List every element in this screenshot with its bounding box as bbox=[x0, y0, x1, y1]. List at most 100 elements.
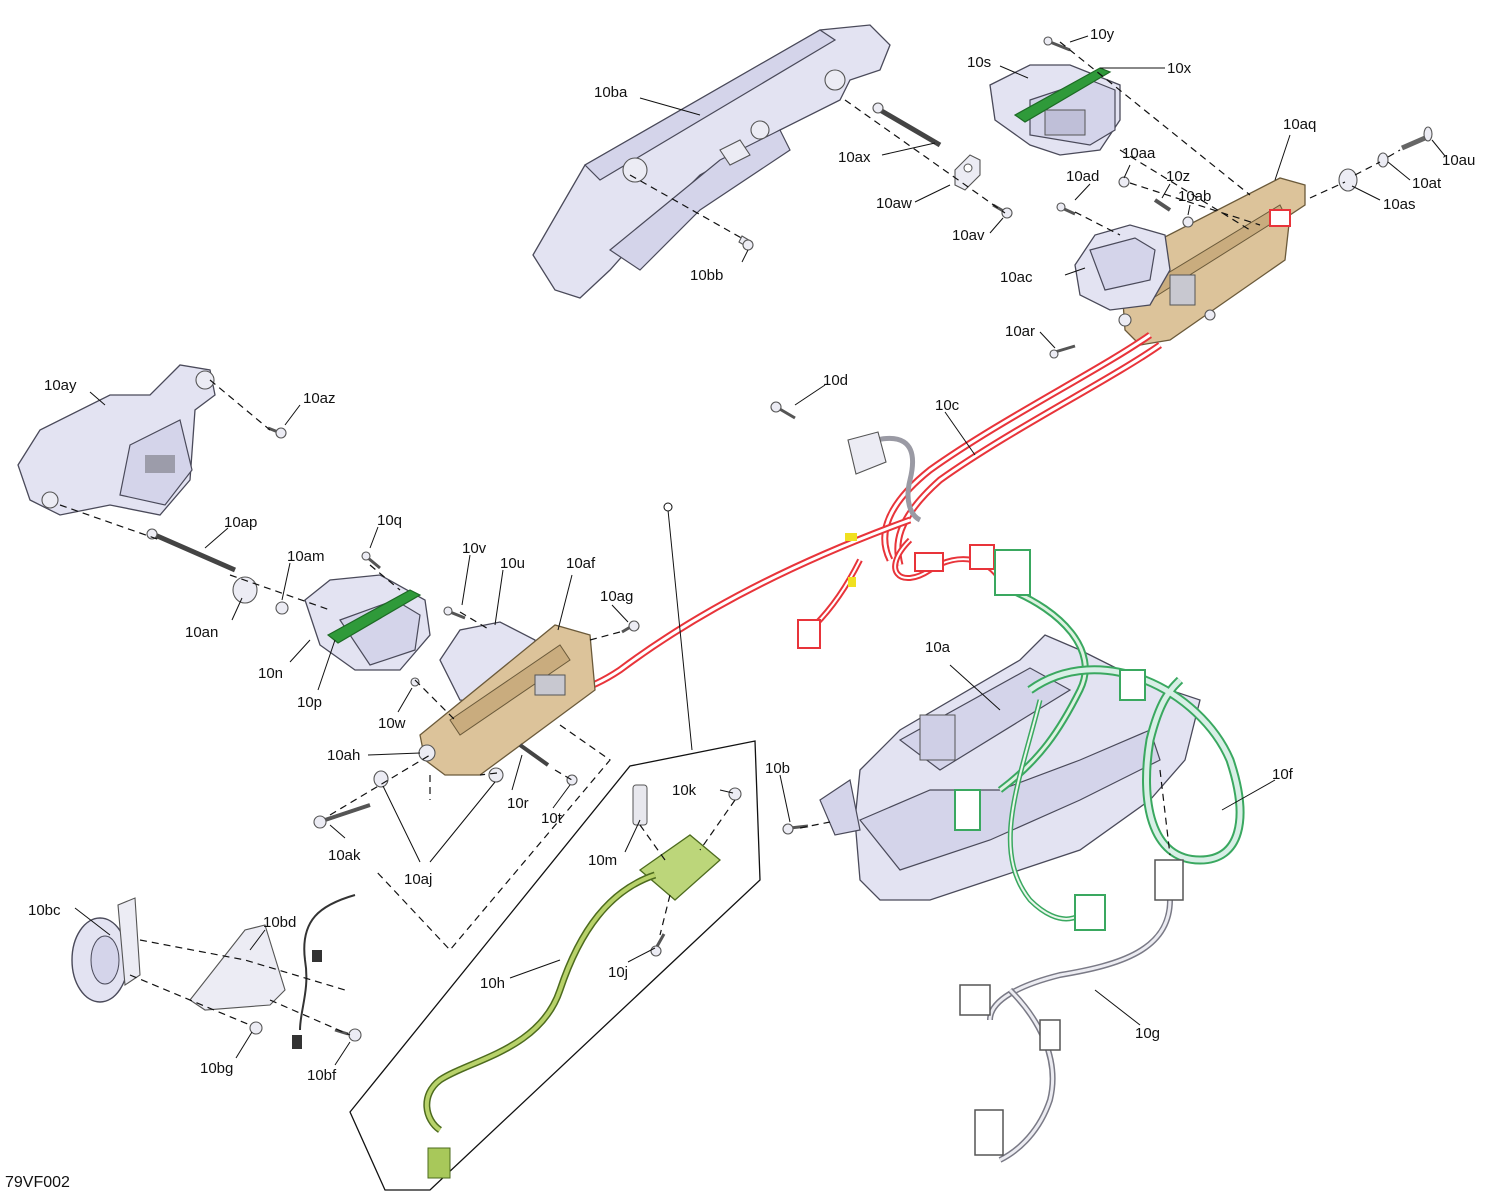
part-10g-harness-gray bbox=[959, 859, 1184, 1163]
part-10h-cable bbox=[423, 871, 657, 1179]
part-10j-screw bbox=[650, 933, 666, 957]
part-10ba-cluster bbox=[532, 24, 891, 299]
diagram-code: 79VF002 bbox=[5, 1174, 70, 1191]
label-10aw: 10aw bbox=[876, 195, 912, 212]
label-10c: 10c bbox=[935, 397, 960, 414]
label-10af: 10af bbox=[566, 555, 596, 572]
part-10w-nut bbox=[410, 677, 420, 687]
part-10aw-bracket bbox=[954, 154, 981, 191]
label-10b: 10b bbox=[765, 760, 790, 777]
part-10m-sleeve bbox=[632, 784, 648, 826]
part-10z-screw bbox=[1153, 198, 1172, 212]
label-10ar: 10ar bbox=[1005, 323, 1035, 340]
part-10bd-wire bbox=[292, 894, 356, 1049]
part-10am-washer bbox=[275, 601, 289, 615]
label-10f: 10f bbox=[1272, 766, 1294, 783]
part-10y-screw bbox=[1043, 36, 1071, 52]
label-10r: 10r bbox=[507, 795, 529, 812]
label-10az: 10az bbox=[303, 390, 336, 407]
label-10ba: 10ba bbox=[594, 84, 628, 101]
part-10bd-bracket bbox=[189, 924, 286, 1011]
label-10a: 10a bbox=[925, 639, 951, 656]
part-10r-screw bbox=[518, 743, 550, 767]
part-10az-screw bbox=[267, 426, 287, 439]
label-10as: 10as bbox=[1383, 196, 1416, 213]
label-10ac: 10ac bbox=[1000, 269, 1033, 286]
callout-labels: 10ba 10bb 10ax 10aw 10av 10y 10s 10x 10a… bbox=[28, 26, 1475, 1084]
part-10aj-washers bbox=[373, 767, 504, 788]
label-10bf: 10bf bbox=[307, 1067, 337, 1084]
part-10b-screw bbox=[782, 823, 809, 835]
part-10as-bushing bbox=[1338, 168, 1358, 192]
part-10d-connector bbox=[770, 401, 922, 523]
part-10q-screw bbox=[361, 551, 381, 570]
part-10ax-bolt bbox=[872, 102, 942, 148]
label-10aq: 10aq bbox=[1283, 116, 1316, 133]
part-10h-sensor-bracket bbox=[638, 834, 721, 901]
part-10au-bolt bbox=[1401, 126, 1433, 151]
label-10aj: 10aj bbox=[404, 871, 432, 888]
inset-frame bbox=[349, 502, 761, 1191]
label-10bc: 10bc bbox=[28, 902, 61, 919]
part-10at-washer bbox=[1377, 152, 1389, 168]
label-10g: 10g bbox=[1135, 1025, 1160, 1042]
label-10am: 10am bbox=[287, 548, 325, 565]
label-10ax: 10ax bbox=[838, 149, 871, 166]
label-10bd: 10bd bbox=[263, 914, 296, 931]
label-10m: 10m bbox=[588, 852, 617, 869]
part-10k-nut bbox=[728, 787, 742, 801]
label-10av: 10av bbox=[952, 227, 985, 244]
label-10p: 10p bbox=[297, 694, 322, 711]
label-10bg: 10bg bbox=[200, 1060, 233, 1077]
label-10d: 10d bbox=[823, 372, 848, 389]
part-10ay-cluster bbox=[17, 364, 216, 516]
part-10t-nut bbox=[566, 774, 578, 786]
label-10at: 10at bbox=[1412, 175, 1442, 192]
part-10x-clip bbox=[1013, 67, 1112, 123]
label-10an: 10an bbox=[185, 624, 218, 641]
part-10an-bushing bbox=[232, 576, 258, 604]
part-10af-module bbox=[419, 624, 596, 776]
part-10ac-module bbox=[1074, 224, 1171, 311]
label-10h: 10h bbox=[480, 975, 505, 992]
label-10q: 10q bbox=[377, 512, 402, 529]
part-10ah-bushing bbox=[418, 744, 436, 762]
part-10v-screw bbox=[443, 606, 466, 620]
label-10j: 10j bbox=[608, 964, 628, 981]
leader-lines bbox=[74, 35, 1446, 1066]
part-10ar-screw bbox=[1049, 344, 1076, 359]
label-10z: 10z bbox=[1166, 168, 1190, 185]
part-10aa-nut bbox=[1118, 176, 1130, 188]
label-10t: 10t bbox=[541, 810, 563, 827]
label-10au: 10au bbox=[1442, 152, 1475, 169]
label-10ab: 10ab bbox=[1178, 188, 1211, 205]
label-10bb: 10bb bbox=[690, 267, 723, 284]
part-10a-housing bbox=[819, 634, 1201, 901]
part-10ag-screw bbox=[621, 620, 640, 634]
part-10s-module bbox=[989, 64, 1121, 156]
part-10ap-bolt bbox=[146, 528, 237, 573]
part-10f-harness-green bbox=[954, 549, 1245, 931]
part-10ak-bolt bbox=[313, 803, 371, 829]
part-10bg-nut bbox=[249, 1021, 263, 1035]
label-10ag: 10ag bbox=[600, 588, 633, 605]
label-10n: 10n bbox=[258, 665, 283, 682]
label-10u: 10u bbox=[500, 555, 525, 572]
part-10bf-screw bbox=[334, 1028, 362, 1042]
part-10bb-screw bbox=[738, 235, 754, 251]
label-10ap: 10ap bbox=[224, 514, 257, 531]
label-10ad: 10ad bbox=[1066, 168, 1099, 185]
assembly-dashed-lines bbox=[59, 41, 1401, 1036]
label-10y: 10y bbox=[1090, 26, 1115, 43]
label-10x: 10x bbox=[1167, 60, 1192, 77]
label-10aa: 10aa bbox=[1122, 145, 1156, 162]
label-10k: 10k bbox=[672, 782, 697, 799]
label-10w: 10w bbox=[378, 715, 406, 732]
part-10ad-screw bbox=[1056, 202, 1076, 216]
label-10s: 10s bbox=[967, 54, 991, 71]
part-10ab-nut bbox=[1182, 216, 1194, 228]
label-10ah: 10ah bbox=[327, 747, 360, 764]
label-10v: 10v bbox=[462, 540, 487, 557]
part-10bc-horn bbox=[71, 897, 141, 1003]
